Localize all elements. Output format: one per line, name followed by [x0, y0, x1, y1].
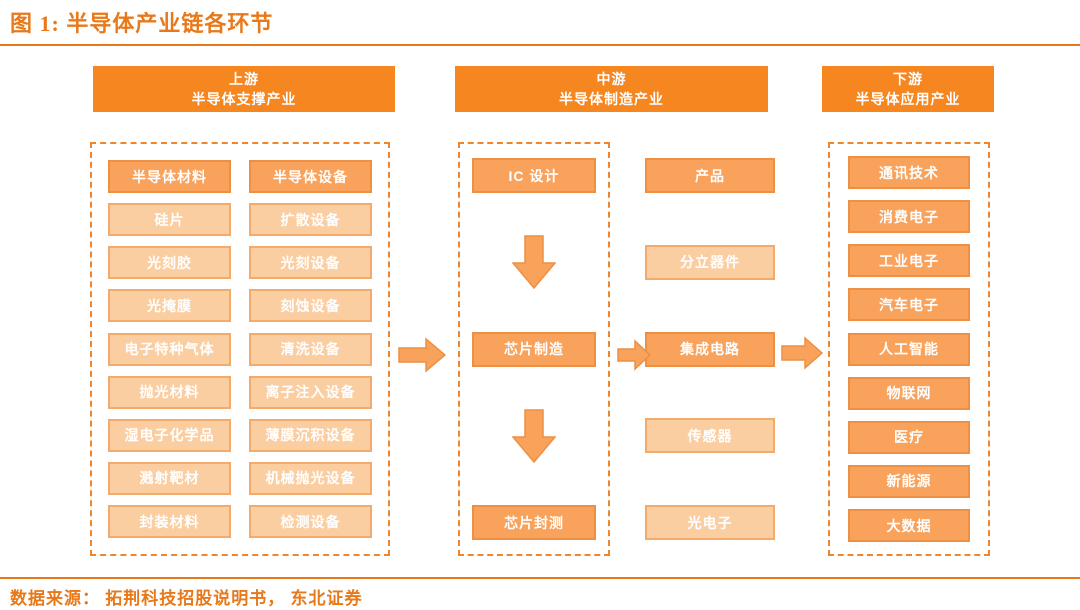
chain-item-box: 硅片 — [108, 203, 231, 237]
chain-item-box: 半导体材料 — [108, 160, 231, 193]
midstream-dashed-container: IC 设计 芯片制造 芯片封测 — [458, 142, 610, 556]
chain-item-box: 湿电子化学品 — [108, 418, 231, 452]
chain-item-box: 光掩膜 — [108, 289, 231, 323]
chain-item-box: 医疗 — [848, 420, 970, 454]
chain-item-box: 薄膜沉积设备 — [249, 418, 372, 452]
downstream-dashed-container: 通讯技术消费电子工业电子汽车电子人工智能物联网医疗新能源大数据 — [828, 142, 990, 556]
chain-item-box: 电子特种气体 — [108, 332, 231, 366]
chain-item-box: 光刻设备 — [249, 246, 372, 280]
midstream-flow-column: IC 设计 芯片制造 芯片封测 — [460, 144, 608, 554]
down-arrow-icon — [512, 409, 556, 463]
chain-item-box: 芯片封测 — [472, 505, 596, 540]
upstream-grid: 半导体材料硅片光刻胶光掩膜电子特种气体抛光材料湿电子化学品溅射靶材封装材料 半导… — [92, 144, 388, 554]
chain-item-box: 抛光材料 — [108, 375, 231, 409]
chain-item-box: 光电子 — [645, 505, 775, 540]
midstream-header: 中游 半导体制造产业 — [455, 66, 768, 112]
midstream-products-column: 产品分立器件集成电路传感器光电子 — [645, 142, 775, 556]
chain-item-box: 芯片制造 — [472, 331, 596, 367]
midstream-header-line2: 半导体制造产业 — [559, 91, 664, 107]
chain-item-box: 产品 — [645, 158, 775, 193]
chain-item-box: 人工智能 — [848, 332, 970, 366]
chain-item-box: 大数据 — [848, 509, 970, 542]
downstream-header-line2: 半导体应用产业 — [855, 91, 961, 107]
upstream-equipment-column: 半导体设备扩散设备光刻设备刻蚀设备清洗设备离子注入设备薄膜沉积设备机械抛光设备检… — [249, 160, 372, 538]
top-divider-line — [0, 44, 1080, 46]
right-arrow-icon — [617, 339, 651, 371]
downstream-applications-column: 通讯技术消费电子工业电子汽车电子人工智能物联网医疗新能源大数据 — [830, 144, 988, 554]
data-source-text: 数据来源： 拓荆科技招股说明书， 东北证券 — [10, 589, 363, 608]
chain-item-box: 刻蚀设备 — [249, 289, 372, 323]
downstream-header: 下游 半导体应用产业 — [822, 66, 994, 112]
upstream-header: 上游 半导体支撑产业 — [93, 66, 395, 112]
chain-item-box: IC 设计 — [472, 158, 596, 193]
upstream-materials-column: 半导体材料硅片光刻胶光掩膜电子特种气体抛光材料湿电子化学品溅射靶材封装材料 — [108, 160, 231, 538]
chain-item-box: 物联网 — [848, 376, 970, 410]
chain-item-box: 检测设备 — [249, 505, 372, 538]
chain-item-box: 集成电路 — [645, 331, 775, 367]
figure-title: 图 1: 半导体产业链各环节 — [10, 11, 274, 36]
chain-item-box: 离子注入设备 — [249, 375, 372, 409]
chain-item-box: 半导体设备 — [249, 160, 372, 193]
downstream-header-line1: 下游 — [893, 71, 923, 87]
right-arrow-icon — [398, 337, 446, 373]
chain-item-box: 新能源 — [848, 464, 970, 498]
chain-item-box: 机械抛光设备 — [249, 461, 372, 495]
chain-item-box: 通讯技术 — [848, 156, 970, 189]
midstream-header-line1: 中游 — [596, 71, 627, 87]
chain-item-box: 光刻胶 — [108, 246, 231, 280]
chain-item-box: 扩散设备 — [249, 203, 372, 237]
chain-item-box: 传感器 — [645, 418, 775, 454]
chain-item-box: 消费电子 — [848, 200, 970, 234]
chain-item-box: 清洗设备 — [249, 332, 372, 366]
bottom-divider-line — [0, 577, 1080, 579]
right-arrow-icon — [781, 336, 823, 370]
chain-item-box: 封装材料 — [108, 505, 231, 538]
upstream-header-line1: 上游 — [229, 71, 259, 87]
chain-item-box: 分立器件 — [645, 244, 775, 280]
chain-item-box: 工业电子 — [848, 244, 970, 278]
chain-item-box: 溅射靶材 — [108, 461, 231, 495]
upstream-dashed-container: 半导体材料硅片光刻胶光掩膜电子特种气体抛光材料湿电子化学品溅射靶材封装材料 半导… — [90, 142, 390, 556]
upstream-header-line2: 半导体支撑产业 — [191, 91, 297, 107]
chain-item-box: 汽车电子 — [848, 288, 970, 322]
down-arrow-icon — [512, 235, 556, 290]
